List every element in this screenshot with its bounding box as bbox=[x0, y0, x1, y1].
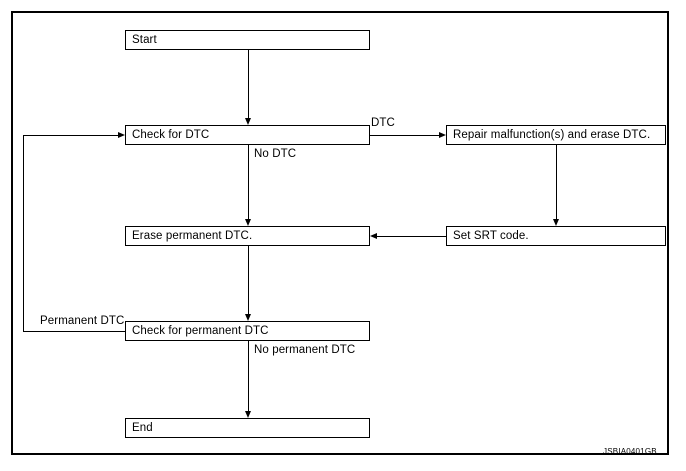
node-start: Start bbox=[125, 30, 370, 50]
edge-permanent-dtc-loop-riser bbox=[23, 135, 24, 332]
edge-permanent-dtc-loop-arrowhead bbox=[118, 131, 125, 138]
edge-label-permanent-dtc: Permanent DTC bbox=[40, 315, 125, 327]
edge-check-permanent-to-end-line bbox=[248, 341, 249, 411]
edge-check-dtc-to-repair-line bbox=[370, 135, 439, 136]
edge-check-dtc-to-erase-arrowhead bbox=[245, 219, 251, 226]
figure-reference-id: JSBIA0401GB bbox=[603, 447, 657, 456]
node-check-for-dtc: Check for DTC bbox=[125, 125, 370, 145]
node-end: End bbox=[125, 418, 370, 438]
edge-permanent-dtc-loop-bottom bbox=[23, 331, 125, 332]
edge-check-dtc-to-erase-line bbox=[248, 145, 249, 219]
node-set-srt-code: Set SRT code. bbox=[446, 226, 666, 246]
edge-check-dtc-to-repair-arrowhead bbox=[439, 131, 446, 138]
node-repair-malfunctions: Repair malfunction(s) and erase DTC. bbox=[446, 125, 666, 145]
figure-frame bbox=[11, 11, 669, 455]
edge-repair-to-set-srt-line bbox=[556, 145, 557, 219]
edge-check-permanent-to-end-arrowhead bbox=[245, 411, 251, 418]
edge-start-to-check-dtc-line bbox=[248, 50, 249, 118]
edge-erase-to-check-permanent-line bbox=[248, 246, 249, 314]
edge-label-no-dtc: No DTC bbox=[254, 148, 297, 160]
edge-label-no-permanent-dtc: No permanent DTC bbox=[254, 344, 356, 356]
edge-repair-to-set-srt-arrowhead bbox=[553, 219, 559, 226]
node-erase-permanent-dtc: Erase permanent DTC. bbox=[125, 226, 370, 246]
edge-set-srt-to-erase-arrowhead bbox=[370, 232, 377, 239]
edge-erase-to-check-permanent-arrowhead bbox=[245, 314, 251, 321]
edge-start-to-check-dtc-arrowhead bbox=[245, 118, 251, 125]
node-check-permanent-dtc: Check for permanent DTC bbox=[125, 321, 370, 341]
edge-permanent-dtc-loop-top bbox=[23, 135, 118, 136]
edge-label-dtc: DTC bbox=[371, 117, 395, 129]
edge-set-srt-to-erase-line bbox=[377, 236, 446, 237]
